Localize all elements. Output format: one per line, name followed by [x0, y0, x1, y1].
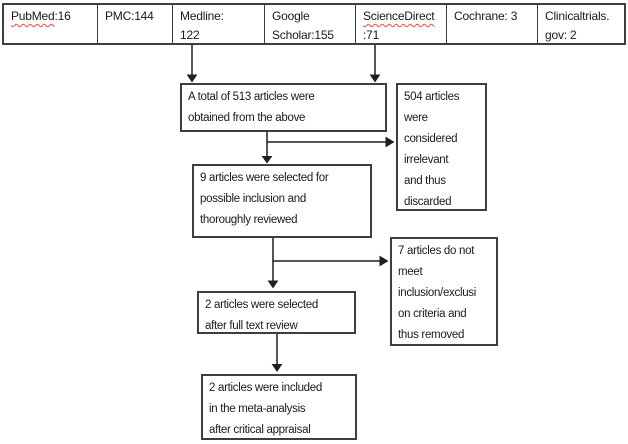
arrow-total-to-screened-icon	[261, 131, 273, 164]
arrow-fulltext-to-included-icon	[271, 334, 283, 372]
source-label: Cochrane: 3	[454, 9, 518, 23]
source-cell-medline: Medline: 122	[173, 5, 265, 43]
source-label: Medline: 122	[180, 9, 224, 42]
box-selected-possible-inclusion: 9 articles were selected for possible in…	[192, 164, 372, 238]
source-cell-pmc: PMC:144	[98, 5, 173, 43]
arrow-screened-to-fulltext-icon	[267, 238, 279, 289]
source-cell-pubmed: PubMed:16	[4, 5, 98, 43]
box-selected-fulltext: 2 articles were selected after full text…	[197, 291, 356, 334]
arrow-medline-to-total-icon	[186, 45, 198, 83]
spellcheck-word: PubMed	[11, 9, 55, 23]
source-cell-google-scholar: Google Scholar:155	[265, 5, 356, 43]
source-cell-cochrane: Cochrane: 3	[447, 5, 538, 43]
box-excluded-criteria: 7 articles do not meet inclusion/exclusi…	[390, 237, 498, 346]
box-irrelevant-discarded: 504 articles were considered irrelevant …	[396, 83, 487, 211]
box-total-articles: A total of 513 articles were obtained fr…	[180, 83, 387, 132]
source-label: PMC:144	[105, 9, 154, 23]
arrow-total-to-irrelevant-icon	[267, 136, 395, 148]
spellcheck-word: ScienceDirect	[363, 9, 435, 23]
source-label: Google Scholar:155	[272, 9, 334, 42]
sources-row: PubMed:16 PMC:144 Medline: 122 Google Sc…	[2, 3, 626, 45]
arrow-sciencedirect-to-total-icon	[369, 45, 381, 83]
source-label: :71	[363, 28, 380, 42]
source-cell-clinicaltrials: Clinicaltrials. gov: 2	[538, 5, 624, 43]
arrow-screened-to-excluded-icon	[273, 255, 389, 267]
source-label: Clinicaltrials. gov: 2	[545, 9, 610, 42]
source-cell-sciencedirect: ScienceDirect :71	[356, 5, 447, 43]
source-label: :16	[54, 9, 71, 23]
box-included-meta-analysis: 2 articles were included in the meta-ana…	[201, 374, 357, 440]
